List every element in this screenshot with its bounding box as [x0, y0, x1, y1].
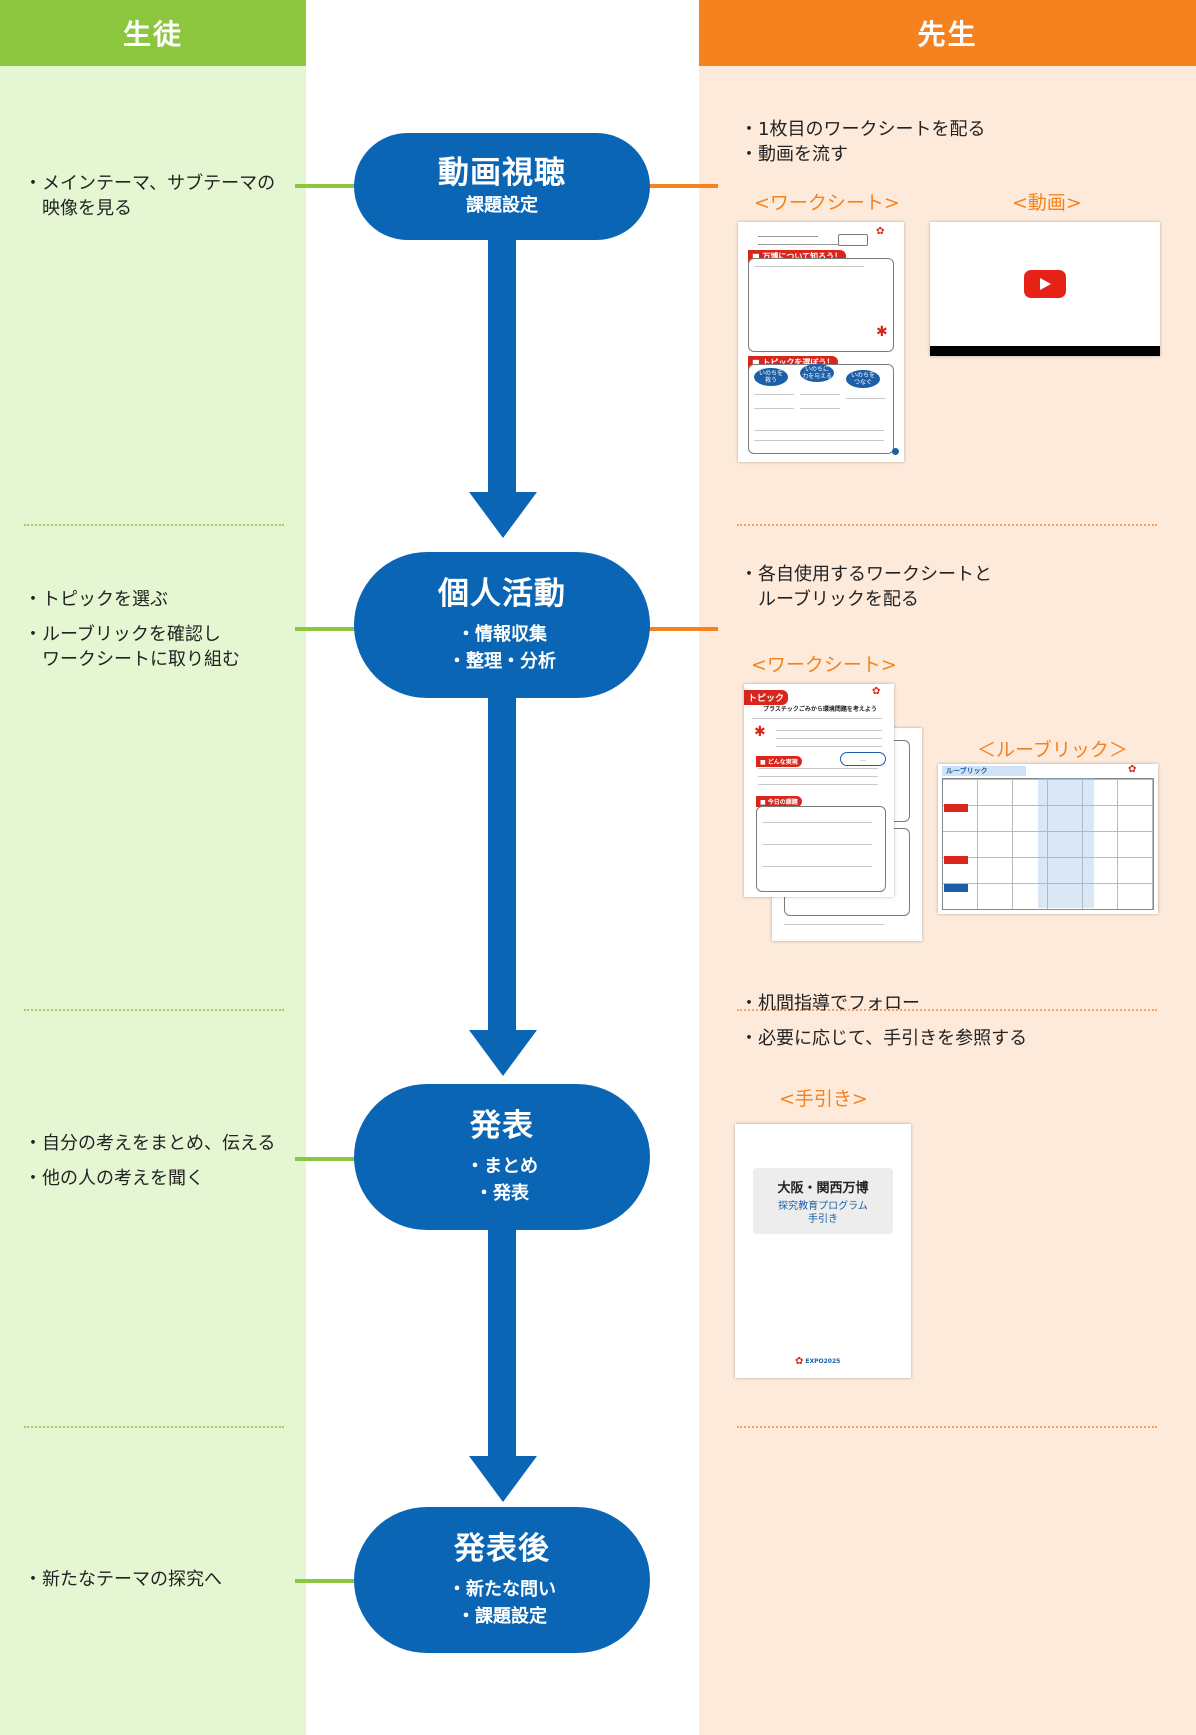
step-sub: ・情報収集	[457, 624, 547, 645]
play-icon[interactable]	[1024, 270, 1066, 298]
worksheet-thumbnail-2: トピック ✿ プラスチックごみから環境問題を考えよう ✱ ■ どんな実現 … ■…	[744, 684, 894, 897]
page-dot-icon	[892, 448, 899, 455]
connector-student-3	[295, 1157, 355, 1161]
worksheet-label-2: <ワークシート>	[751, 654, 897, 676]
worksheet-tag: トピック	[744, 690, 789, 705]
expo-logo-icon: ✿	[876, 226, 885, 237]
student-note-2a: ・トピックを選ぶ	[24, 589, 168, 610]
connector-student-4	[295, 1579, 355, 1583]
student-divider-2	[24, 1009, 284, 1011]
flow-arrow-shaft-3	[488, 1228, 516, 1460]
step-sub: ・まとめ	[466, 1156, 538, 1177]
step-sub: ・課題設定	[457, 1606, 547, 1627]
guide-title: 大阪・関西万博	[777, 1181, 869, 1196]
step-sub: ・発表	[475, 1183, 529, 1204]
guide-cover-box: 大阪・関西万博 探究教育プログラム 手引き	[753, 1168, 893, 1234]
guide-thumbnail: 大阪・関西万博 探究教育プログラム 手引き ✿ EXPO2025	[735, 1124, 911, 1378]
rubric-title: ルーブリック	[942, 766, 1026, 776]
mascot-icon: ✱	[876, 324, 888, 340]
connector-student-1	[295, 184, 355, 188]
worksheet-title: プラスチックごみから環境問題を考えよう	[763, 706, 877, 713]
step-title: 動画視聴	[438, 155, 566, 191]
rubric-thumbnail: ルーブリック ✿	[938, 764, 1158, 914]
teacher-note-3a: ・机間指導でフォロー	[740, 993, 920, 1014]
teacher-note-3b: ・必要に応じて、手引きを参照する	[740, 1028, 1028, 1049]
student-note-3a: ・自分の考えをまとめ、伝える	[24, 1133, 276, 1154]
video-label: <動画>	[1012, 192, 1082, 214]
teacher-divider-2	[737, 1009, 1157, 1011]
flow-arrow-head-1	[469, 492, 537, 538]
expo-logo-icon: ✿	[1128, 764, 1137, 775]
expo-logo: ✿ EXPO2025	[795, 1356, 840, 1367]
student-note-4: ・新たなテーマの探究へ	[24, 1569, 222, 1590]
step-after: 発表後 ・新たな問い ・課題設定	[354, 1507, 650, 1653]
teacher-divider-3	[737, 1426, 1157, 1428]
flow-arrow-shaft-2	[488, 696, 516, 1032]
step-presentation: 発表 ・まとめ ・発表	[354, 1084, 650, 1230]
teacher-header: 先生	[699, 0, 1196, 66]
step-title: 個人活動	[438, 576, 566, 612]
rubric-label: ＜ルーブリック＞	[977, 739, 1128, 761]
student-header: 生徒	[0, 0, 306, 66]
step-title: 発表後	[454, 1531, 550, 1567]
guide-label: <手引き>	[779, 1088, 868, 1110]
flow-arrow-head-3	[469, 1456, 537, 1502]
student-note-3b: ・他の人の考えを聞く	[24, 1168, 204, 1189]
video-thumbnail[interactable]	[930, 222, 1160, 356]
guide-subtitle-2: 手引き	[808, 1214, 838, 1225]
flow-arrow-shaft-1	[488, 236, 516, 494]
student-divider-3	[24, 1426, 284, 1428]
connector-teacher-1	[640, 184, 718, 188]
expo-logo-text: EXPO2025	[805, 1358, 841, 1365]
teacher-note-2: ・各自使用するワークシートと ルーブリックを配る	[740, 564, 992, 610]
flow-arrow-head-2	[469, 1030, 537, 1076]
student-column	[0, 0, 306, 1735]
teacher-note-1: ・1枚目のワークシートを配る ・動画を流す	[740, 119, 986, 165]
connector-teacher-2	[640, 627, 718, 631]
step-sub: 課題設定	[466, 195, 538, 216]
student-divider-1	[24, 524, 284, 526]
expo-logo-icon: ✿	[872, 686, 881, 697]
expo-logo-icon: ✿	[795, 1356, 804, 1367]
step-sub: ・新たな問い	[448, 1579, 556, 1600]
student-note-1: ・メインテーマ、サブテーマの 映像を見る	[24, 173, 276, 219]
mascot-icon: ✱	[754, 724, 766, 740]
connector-student-2	[295, 627, 355, 631]
teacher-divider-1	[737, 524, 1157, 526]
step-title: 発表	[470, 1108, 534, 1144]
guide-subtitle-1: 探究教育プログラム	[778, 1201, 868, 1212]
worksheet-thumbnail-1: ✿ ■ 万博について知ろう！ ✱ ■ トピックを選ぼう！ いのちを救う いのちに…	[738, 222, 904, 462]
step-sub: ・整理・分析	[448, 651, 556, 672]
student-note-2b: ・ルーブリックを確認し ワークシートに取り組む	[24, 624, 240, 670]
step-video: 動画視聴 課題設定	[354, 133, 650, 240]
video-progress-bar	[930, 346, 1160, 356]
step-individual: 個人活動 ・情報収集 ・整理・分析	[354, 552, 650, 698]
worksheet-label-1: <ワークシート>	[754, 192, 900, 214]
